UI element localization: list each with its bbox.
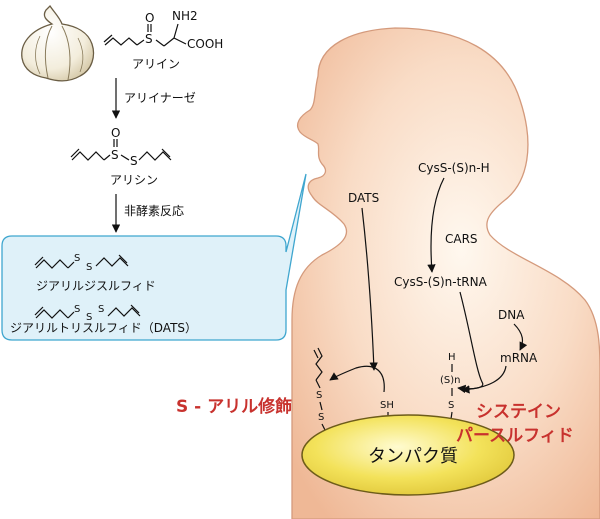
cyss-trna-label: CysS-(S)n-tRNA <box>394 275 488 289</box>
s-allyl-structure: S S <box>313 347 327 433</box>
diallyl-trisulfide-structure: S S S <box>34 304 141 323</box>
dats-body-label: DATS <box>348 191 379 205</box>
arrow-mrna-to-protein <box>461 365 507 394</box>
cyss-h-label: CysS-(S)n-H <box>418 161 490 175</box>
persulfide-h: H <box>448 352 456 363</box>
persulfide-sn: (S)n <box>440 375 461 386</box>
human-silhouette <box>291 27 600 519</box>
cysteine-label: システイン <box>476 402 561 422</box>
dats-s3: S <box>98 304 104 315</box>
allicin-o: O <box>111 126 120 140</box>
arrow-sh-to-allyl <box>329 365 385 393</box>
dds-s2: S <box>86 262 92 273</box>
dats-s2: S <box>86 312 92 323</box>
alliin-cooh: COOH <box>187 37 223 51</box>
sulfide-callout-box <box>1 173 307 341</box>
diallyl-disulfide-structure: S S <box>34 253 129 273</box>
allicin-label: アリシン <box>110 173 158 187</box>
mrna-label: mRNA <box>500 351 538 365</box>
diallyl-disulfide-label: ジアリルジスルフィド <box>36 279 156 293</box>
dna-label: DNA <box>498 308 525 322</box>
allicin-s2: S <box>130 154 138 168</box>
arrow-transcription <box>513 323 528 351</box>
protein-label: タンパク質 <box>368 446 458 467</box>
alliin-s: S <box>145 32 153 46</box>
allicin-structure: S O S <box>70 126 172 168</box>
persulfide-label: パースルフィド <box>456 426 574 446</box>
diallyl-trisulfide-label: ジアリルトリスルフィド（DATS） <box>10 321 197 335</box>
dats-s1: S <box>74 304 80 315</box>
sh-label: SH <box>380 400 394 411</box>
sallyl-s1: S <box>316 390 322 401</box>
dds-s1: S <box>74 253 80 264</box>
s-allyl-label: S - アリル修飾 <box>176 396 292 417</box>
sallyl-s2: S <box>318 412 324 423</box>
cars-label: CARS <box>445 232 478 246</box>
arrow-cars <box>427 177 445 273</box>
arrow-dats-down <box>361 207 378 371</box>
protein-ellipse <box>301 414 515 496</box>
alliin-o: O <box>145 11 154 25</box>
persulfide-s: S <box>448 400 454 411</box>
alliinase-label: アリイナーゼ <box>124 91 196 105</box>
alliin-nh2: NH2 <box>172 9 198 23</box>
alliin-label: アリイン <box>132 57 180 71</box>
alliin-structure: S O NH2 COOH <box>103 9 223 51</box>
allicin-s1: S <box>111 148 119 162</box>
garlic-icon <box>21 4 95 82</box>
nonenzymatic-label: 非酵素反応 <box>124 204 184 218</box>
